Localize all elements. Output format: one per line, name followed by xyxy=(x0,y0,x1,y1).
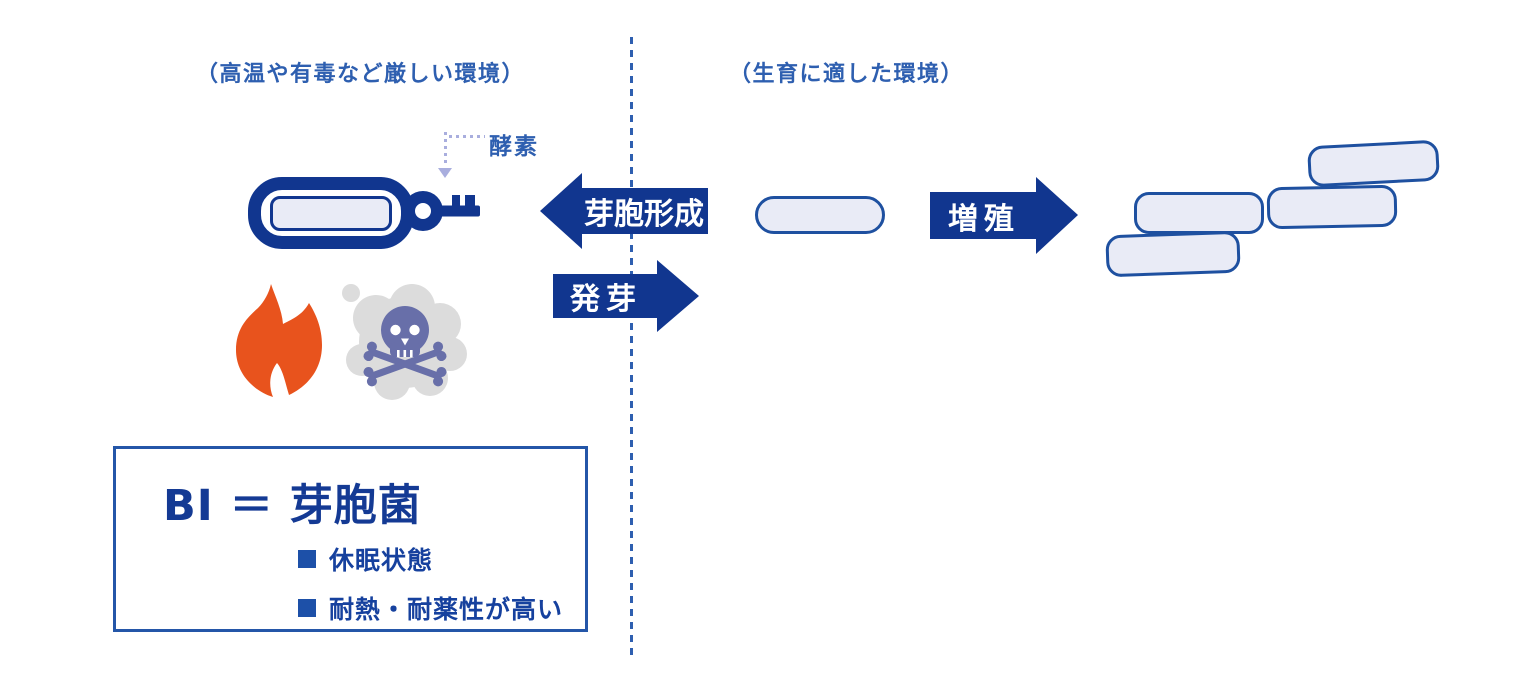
enzyme-label: 酵素 xyxy=(489,134,539,160)
list-item: 耐熱・耐薬性が高い xyxy=(298,590,563,626)
bi-bullet-list: 休眠状態 耐熱・耐薬性が高い xyxy=(298,541,563,626)
growth-environment-label: （生育に適した環境） xyxy=(729,62,965,87)
vegetative-cell xyxy=(755,196,885,234)
harsh-environment-label: （高温や有毒など厳しい環境） xyxy=(196,62,526,87)
bacterium-cell xyxy=(1105,230,1241,278)
bullet-label: 休眠状態 xyxy=(329,546,434,575)
germination-arrow: 発芽 xyxy=(553,260,699,332)
skull-crossbones-icon xyxy=(342,282,468,404)
proliferation-arrow: 増殖 xyxy=(930,177,1078,254)
spore-formation-arrow-label: 芽胞形成 xyxy=(584,197,704,232)
bacterium-cell xyxy=(1134,192,1264,234)
list-item: 休眠状態 xyxy=(298,541,563,577)
proliferation-arrow-label: 増殖 xyxy=(948,201,1020,237)
germination-arrow-label: 発芽 xyxy=(570,282,642,317)
bi-definition-title: BI ＝ 芽胞菌 xyxy=(163,481,422,531)
fire-icon xyxy=(232,284,324,404)
bullet-label: 耐熱・耐薬性が高い xyxy=(329,595,564,624)
environment-divider-line xyxy=(630,37,633,657)
bacterium-cell xyxy=(1266,184,1398,230)
dotted-arrow-down-icon xyxy=(444,132,447,167)
dotted-connector-line xyxy=(449,135,485,138)
bacterium-cell xyxy=(1307,139,1440,188)
spore-formation-arrow: 芽胞形成 xyxy=(540,173,708,249)
dotted-arrowhead-icon xyxy=(438,168,452,178)
spore-core-cell xyxy=(270,196,392,231)
square-bullet-icon xyxy=(298,550,316,568)
bi-definition-box: BI ＝ 芽胞菌 休眠状態 耐熱・耐薬性が高い xyxy=(113,446,588,632)
square-bullet-icon xyxy=(298,599,316,617)
